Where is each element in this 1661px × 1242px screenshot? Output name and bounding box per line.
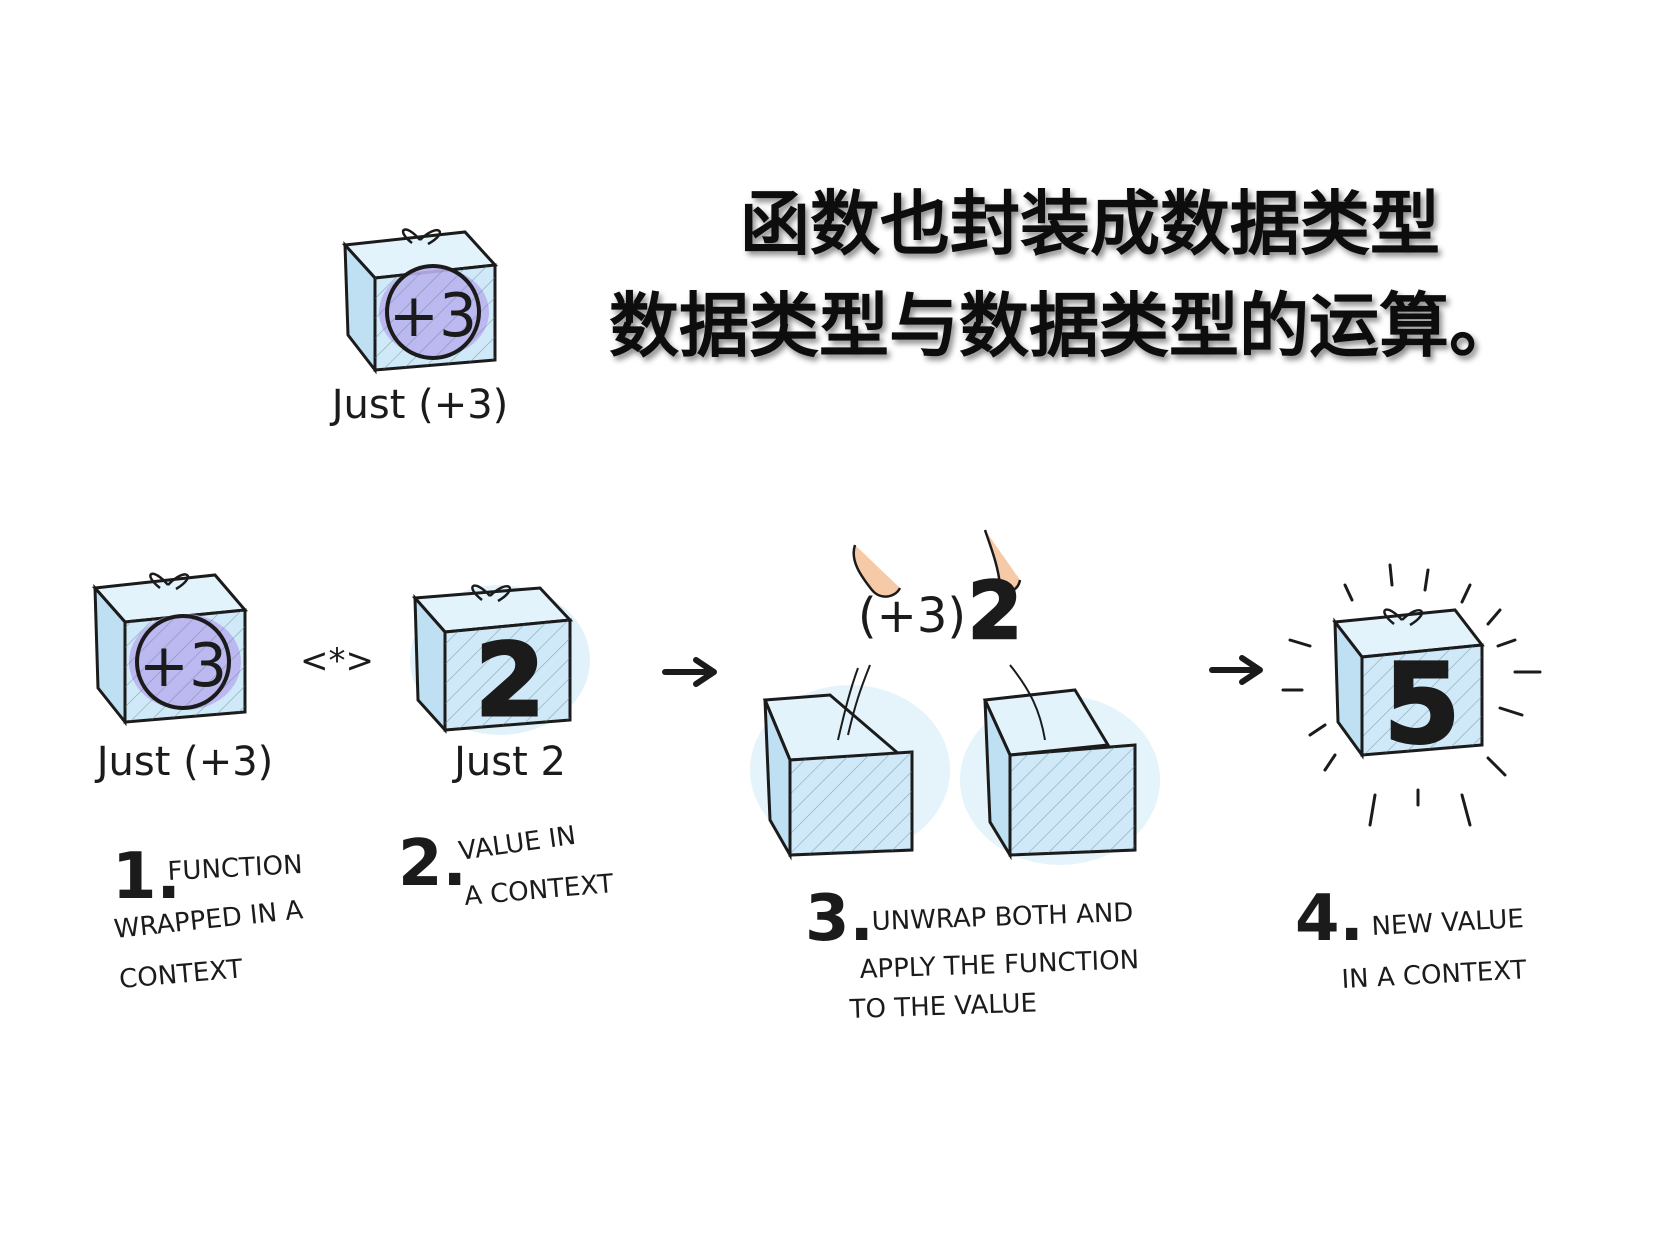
step-number: 2. <box>398 827 467 901</box>
hand-holding-value-icon <box>983 529 1022 593</box>
apply-operator: <*> <box>300 641 374 681</box>
step-line: NEW VALUE <box>1371 904 1525 942</box>
top-box-symbol: +3 <box>389 281 477 351</box>
step-2-caption: 2. VALUE IN A CONTEXT <box>398 821 615 912</box>
unwrapped-value-symbol: 2 <box>968 567 1022 657</box>
function-box: +3 <box>91 572 249 727</box>
step-line: A CONTEXT <box>463 869 615 912</box>
function-box-symbol: +3 <box>139 631 227 701</box>
step-3-caption: 3. UNWRAP BOTH AND APPLY THE FUNCTION TO… <box>805 882 1140 1025</box>
step-4-caption: 4. NEW VALUE IN A CONTEXT <box>1295 882 1527 995</box>
arrow-right-icon <box>1209 655 1263 685</box>
value-box: 2 <box>410 584 590 741</box>
step-line: UNWRAP BOTH AND <box>871 898 1134 937</box>
value-box-caption: Just 2 <box>451 739 566 785</box>
unwrapped-function-symbol: (+3) <box>858 588 966 644</box>
step-line: TO THE VALUE <box>848 988 1037 1025</box>
title-line-1: 函数也封装成数据类型 <box>740 183 1440 265</box>
step-number: 3. <box>805 882 874 956</box>
unwrapped-value-box <box>960 664 1160 865</box>
arrow-right-icon <box>662 657 717 687</box>
result-box: 5 <box>1332 608 1485 770</box>
top-function-box: +3 <box>341 228 499 375</box>
step-line: VALUE IN <box>457 821 578 867</box>
step-line: FUNCTION <box>167 850 303 887</box>
value-box-symbol: 2 <box>475 622 545 739</box>
result-burst-icon <box>1281 563 1542 827</box>
step-line: CONTEXT <box>118 954 244 995</box>
result-box-symbol: 5 <box>1384 640 1461 768</box>
step-number: 4. <box>1295 882 1364 956</box>
step-line: APPLY THE FUNCTION <box>859 945 1139 985</box>
step-number: 1. <box>112 840 181 914</box>
function-box-caption: Just (+3) <box>94 739 274 785</box>
step-1-caption: 1. FUNCTION WRAPPED IN A CONTEXT <box>112 840 305 995</box>
title-line-2: 数据类型与数据类型的运算。 <box>609 285 1519 367</box>
hand-holding-function-icon <box>852 544 902 598</box>
step-line: IN A CONTEXT <box>1341 955 1527 995</box>
top-box-caption: Just (+3) <box>329 382 509 428</box>
unwrapped-function-box <box>750 664 950 861</box>
